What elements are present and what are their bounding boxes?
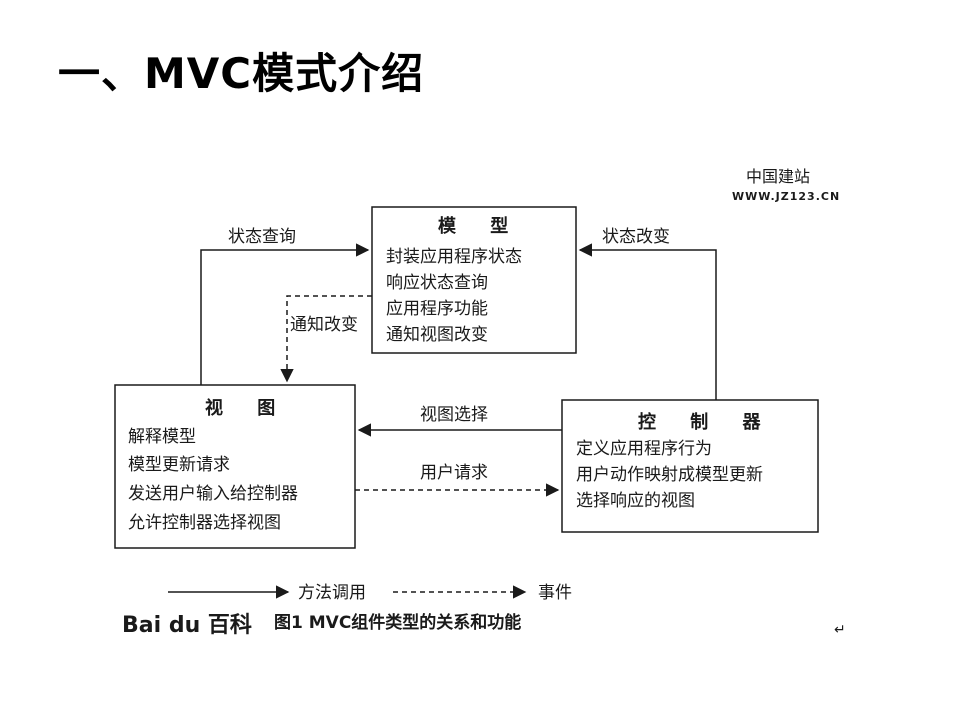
legend-event-label: 事件 [538,583,572,603]
state-change-label: 状态改变 [602,227,670,247]
controller-box: 控 制 器 定义应用程序行为 用户动作映射成模型更新 选择响应的视图 [561,399,819,533]
model-title: 模 型 [438,215,522,237]
view-line-3: 发送用户输入给控制器 [128,484,298,504]
slide-title: 一、MVC模式介绍 [58,49,425,98]
baidu-watermark: Bai du 百科 [122,613,252,638]
model-line-1: 封装应用程序状态 [386,247,522,267]
return-mark-icon: ↵ [834,622,846,638]
model-box-border [371,206,577,354]
model-box: 模 型 封装应用程序状态 响应状态查询 应用程序功能 通知视图改变 [371,206,577,354]
notify-change-label: 通知改变 [290,315,358,335]
site-watermark-name: 中国建站 [746,167,810,186]
controller-line-2: 用户动作映射成模型更新 [576,465,763,485]
view-line-1: 解释模型 [128,427,196,447]
model-line-2: 响应状态查询 [386,273,488,293]
notify-change-arrow [280,295,372,383]
user-request-label: 用户请求 [420,463,488,483]
controller-title: 控 制 器 [638,411,775,433]
model-line-4: 通知视图改变 [386,325,488,345]
state-change-arrow [578,243,717,400]
controller-box-border [561,399,819,533]
controller-line-1: 定义应用程序行为 [576,439,712,459]
view-line-2: 模型更新请求 [128,455,230,475]
view-box-border [114,384,356,549]
view-select-label: 视图选择 [420,405,488,425]
view-line-4: 允许控制器选择视图 [128,513,281,533]
model-line-3: 应用程序功能 [386,299,488,319]
legend-method-call-label: 方法调用 [298,583,366,603]
state-query-arrow [200,243,370,385]
view-title: 视 图 [205,397,289,419]
site-watermark-url: WWW.JZ123.CN [732,190,840,203]
controller-line-3: 选择响应的视图 [576,491,695,511]
view-box: 视 图 解释模型 模型更新请求 发送用户输入给控制器 允许控制器选择视图 [114,384,356,549]
state-query-label: 状态查询 [228,227,296,247]
figure-caption: 图1 MVC组件类型的关系和功能 [274,612,521,633]
